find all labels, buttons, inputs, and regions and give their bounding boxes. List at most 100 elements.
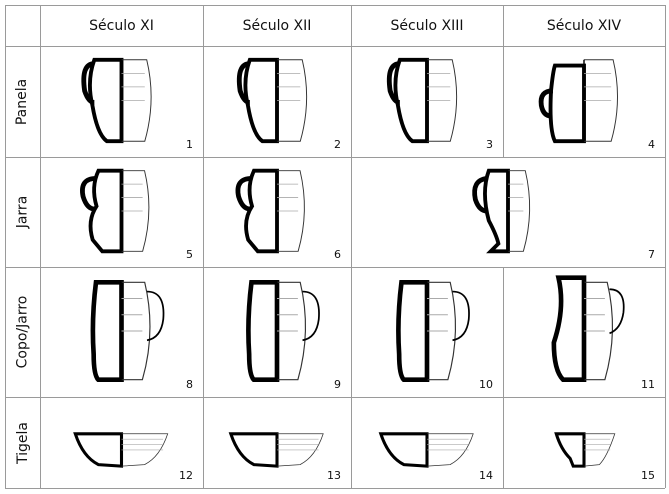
vessel-exterior (427, 281, 456, 381)
vessel-drawing (554, 432, 616, 468)
vessel-number: 5 (186, 248, 193, 261)
vessel-cell: 3 (351, 46, 503, 157)
vessel-profile (90, 279, 124, 383)
vessel-profile (88, 57, 124, 144)
vessel-number: 1 (186, 138, 193, 151)
vessel-number: 11 (641, 378, 655, 391)
grid-line-v (203, 5, 204, 488)
grid-line-h (5, 488, 665, 489)
vessel-cell: 12 (40, 397, 203, 488)
vessel-number: 4 (648, 138, 655, 151)
vessel-number: 3 (486, 138, 493, 151)
vessel-profile (73, 432, 124, 468)
vessel-handle (386, 61, 401, 105)
vessel-cell: 5 (40, 157, 203, 267)
grid-line-v (351, 5, 352, 488)
vessel-drawing (538, 59, 618, 144)
grid-line-h (5, 267, 665, 268)
row-header-label: Tigela (14, 421, 31, 464)
vessel-number: 10 (479, 378, 493, 391)
vessel-handle (302, 290, 320, 342)
vessel-drawing (551, 275, 625, 383)
vessel-profile (246, 279, 280, 383)
vessel-exterior (121, 170, 150, 252)
grid-line-v (503, 5, 504, 157)
vessel-cell: 13 (203, 397, 351, 488)
row-header: Tigela (5, 397, 40, 488)
row-header-label: Jarra (14, 195, 31, 229)
vessel-drawing (472, 168, 531, 254)
vessel-profile (244, 168, 279, 254)
vessel-exterior (426, 433, 474, 467)
row-header: Panela (5, 46, 40, 157)
vessel-cell: 9 (203, 267, 351, 397)
vessel-cell: 4 (503, 46, 665, 157)
vessel-drawing (246, 279, 320, 383)
vessel-number: 12 (179, 469, 193, 482)
column-header: Século XII (242, 17, 312, 34)
vessel-handle (80, 175, 97, 212)
vessel-exterior (276, 433, 324, 467)
vessel-drawing (73, 432, 169, 468)
vessel-exterior (277, 281, 306, 381)
vessel-cell: 7 (351, 157, 665, 267)
vessel-drawing (235, 168, 305, 254)
vessel-exterior (584, 59, 618, 142)
vessel-handle (609, 288, 625, 335)
vessel-handle (452, 290, 470, 342)
vessel-drawing (228, 432, 324, 468)
vessel-handle (81, 61, 95, 105)
vessel-drawing (90, 279, 165, 383)
vessel-drawing (236, 57, 308, 144)
vessel-drawing (80, 168, 150, 254)
grid-line-v (665, 5, 666, 488)
grid-line-v (40, 5, 41, 488)
vessel-profile (396, 279, 430, 383)
column-header: Século XIII (390, 17, 464, 34)
vessel-handle (235, 175, 253, 212)
vessel-cell: 2 (203, 46, 351, 157)
vessel-exterior (508, 170, 531, 252)
grid-line-h (5, 157, 665, 158)
vessel-drawing (386, 57, 458, 144)
vessel-exterior (121, 433, 169, 467)
vessel-profile (393, 57, 429, 144)
grid-line-h (5, 397, 665, 398)
vessel-handle (236, 61, 251, 105)
vessel-profile (548, 63, 586, 144)
vessel-drawing (396, 279, 470, 383)
vessel-profile (228, 432, 279, 468)
grid-line-h (5, 5, 665, 6)
vessel-cell: 6 (203, 157, 351, 267)
vessel-profile (243, 57, 279, 144)
vessel-profile (378, 432, 429, 468)
vessel-cell: 14 (351, 397, 503, 488)
vessel-exterior (121, 59, 152, 142)
vessel-handle (538, 88, 554, 119)
vessel-cell: 11 (503, 267, 665, 397)
vessel-number: 13 (327, 469, 341, 482)
vessel-cell: 8 (40, 267, 203, 397)
vessel-number: 15 (641, 469, 655, 482)
row-header-label: Copo/Jarro (14, 295, 31, 369)
vessel-profile (88, 168, 124, 254)
vessel-profile (554, 432, 586, 468)
vessel-number: 9 (334, 378, 341, 391)
row-header: Jarra (5, 157, 40, 267)
vessel-number: 2 (334, 138, 341, 151)
vessel-cell: 1 (40, 46, 203, 157)
grid-line-h (5, 46, 665, 47)
grid-line-v (503, 267, 504, 488)
vessel-number: 6 (334, 248, 341, 261)
column-header: Século XI (89, 17, 154, 34)
vessel-exterior (121, 281, 151, 381)
vessel-number: 7 (648, 248, 655, 261)
vessel-profile (551, 275, 587, 383)
vessel-exterior (277, 59, 308, 142)
row-header: Copo/Jarro (5, 267, 40, 397)
vessel-exterior (277, 170, 305, 252)
vessel-handle (472, 175, 488, 214)
vessel-drawing (81, 57, 152, 144)
vessel-number: 8 (186, 378, 193, 391)
